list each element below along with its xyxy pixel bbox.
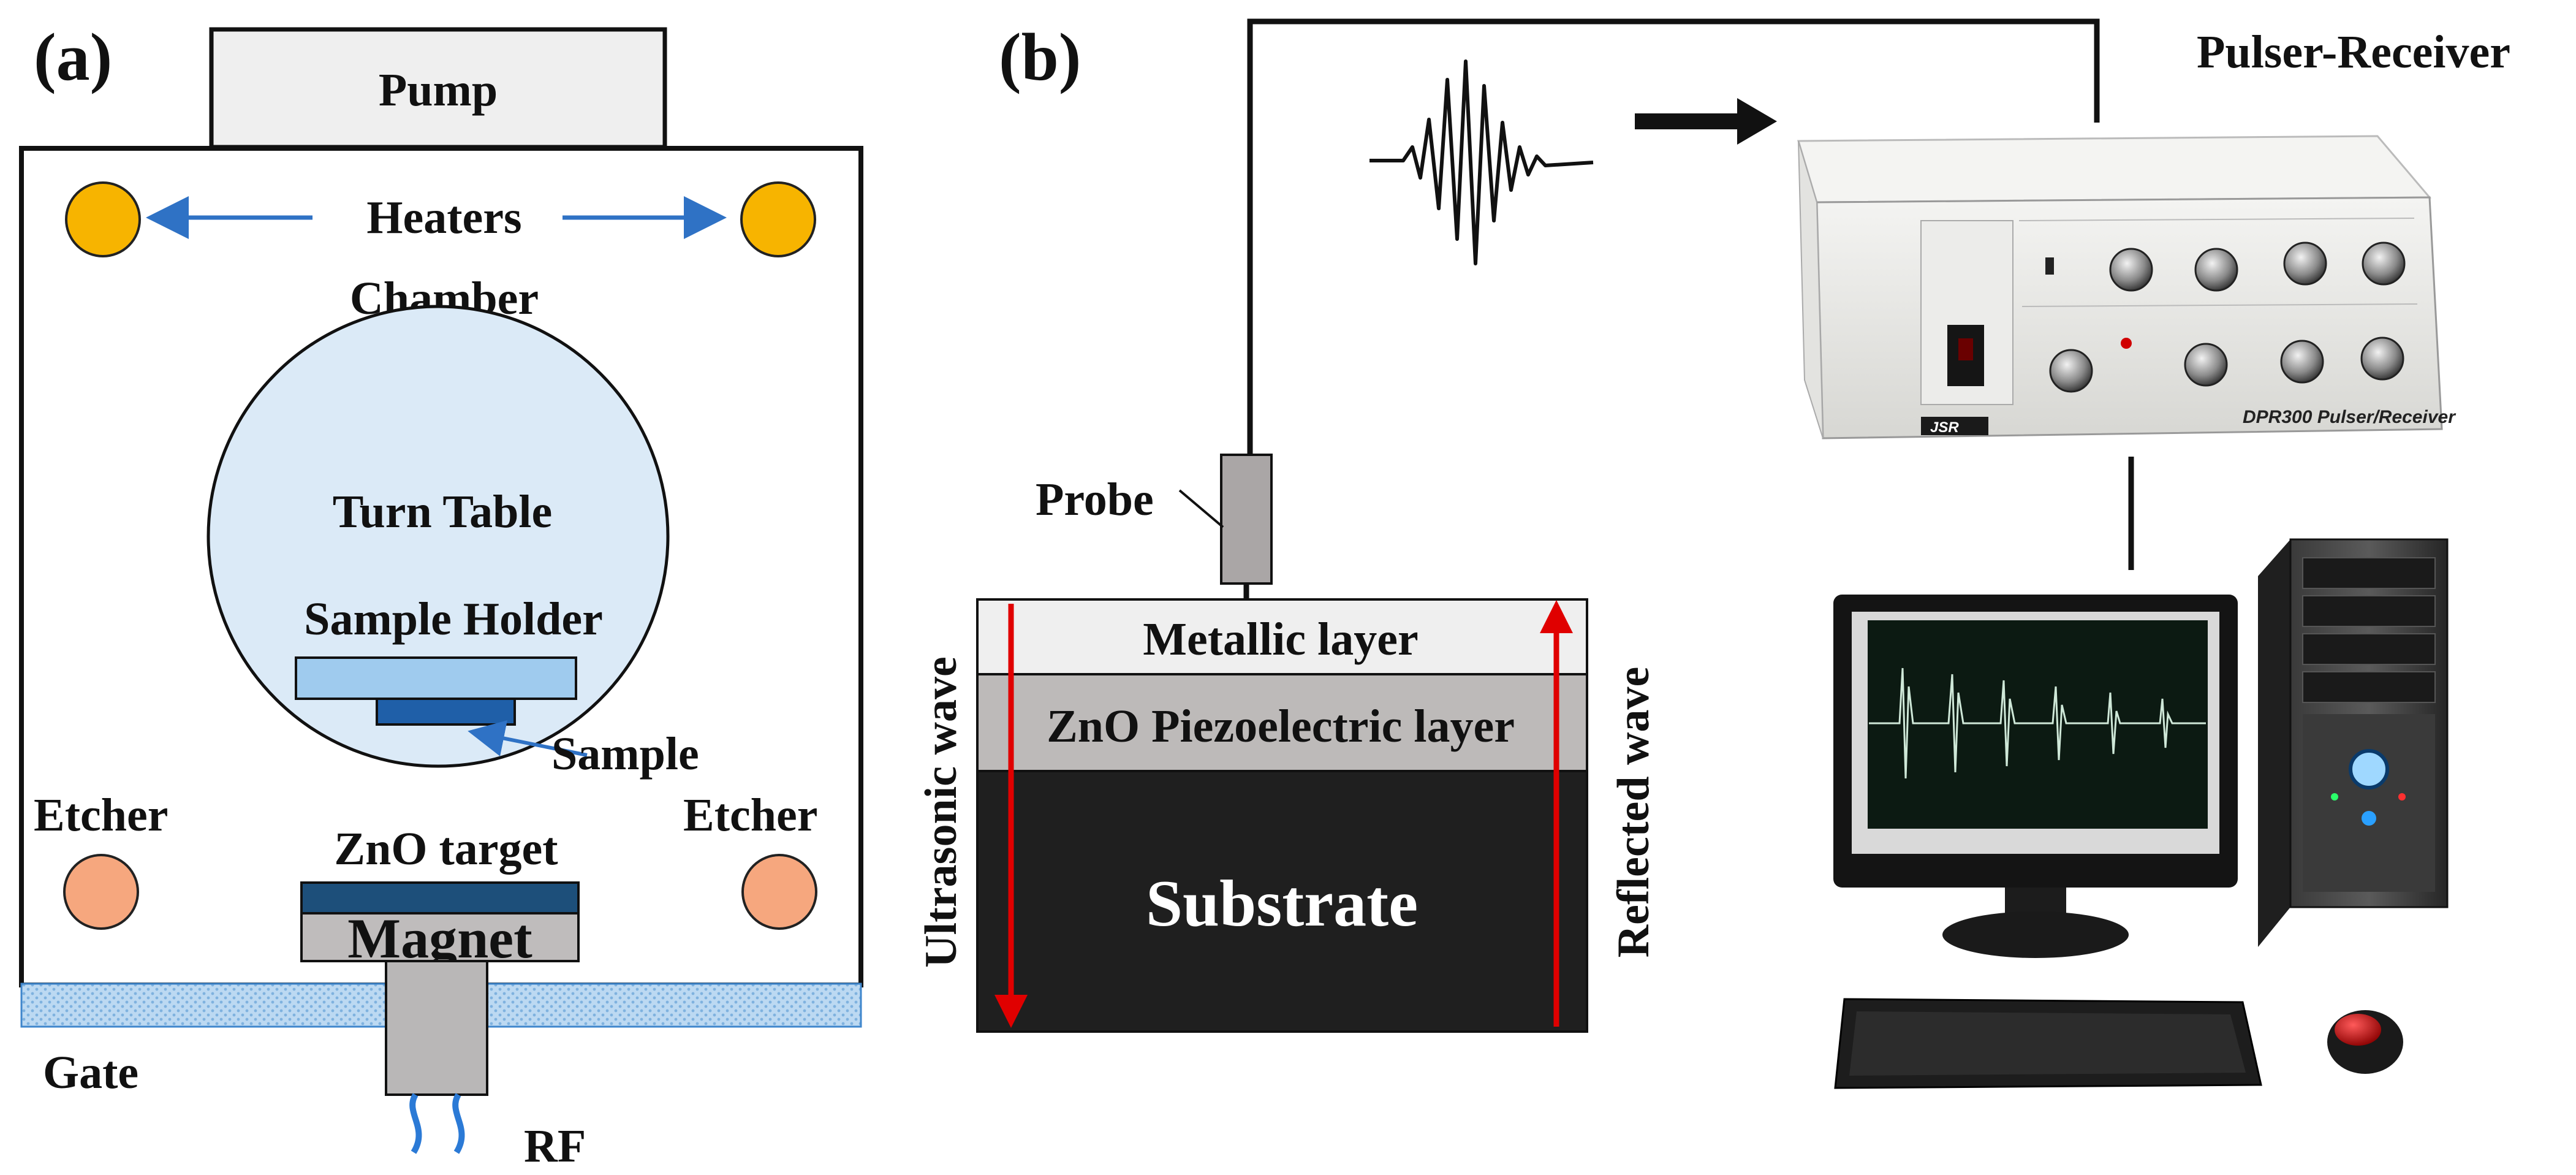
turn-table — [206, 305, 670, 768]
power-switch-window — [1958, 338, 1973, 360]
computer-monitor — [1833, 595, 2238, 958]
device-brand: JSR — [1930, 419, 1959, 436]
signal-arrow-head — [1737, 98, 1777, 145]
knob — [2362, 241, 2406, 286]
power-button-icon — [2349, 749, 2389, 789]
knob — [2283, 241, 2327, 286]
receiver-toggle — [2045, 257, 2054, 275]
target-label: ZnO target — [334, 823, 558, 875]
heater-right — [740, 181, 816, 257]
device-model: DPR300 Pulser/Receiver — [2243, 407, 2457, 427]
device-brand-plate — [1921, 417, 1988, 435]
sample-pointer-arrow — [468, 720, 588, 757]
knob — [2280, 340, 2324, 384]
drive-bay — [2302, 557, 2436, 589]
drive-bay — [2302, 671, 2436, 703]
monitor-base — [1942, 911, 2129, 958]
gate-label: Gate — [43, 1047, 138, 1098]
probe-leader — [1178, 489, 1224, 528]
sample — [376, 698, 516, 726]
device-divider-mid — [2021, 303, 2418, 307]
knob — [2360, 337, 2404, 381]
oscilloscope-plot — [1868, 620, 2208, 829]
knob — [2109, 248, 2153, 292]
tower-led — [2362, 811, 2376, 826]
pump-box — [209, 27, 667, 150]
substrate-label: Substrate — [1146, 867, 1418, 940]
etcher-right-label: Etcher — [683, 789, 817, 841]
knob — [2184, 343, 2228, 387]
turn-table-label: Turn Table — [333, 486, 552, 538]
panel-b-label: (b) — [999, 20, 1081, 94]
oscilloscope-trace — [1869, 667, 2206, 779]
pulser-receiver-device: JSR DPR300 Pulser/Receiver — [1797, 135, 2457, 439]
panel-a: (a) Pump Heaters Chamber Turn Table Samp… — [19, 20, 863, 1172]
piezo-layer — [976, 673, 1588, 772]
heater-left — [65, 181, 141, 257]
sample-holder — [295, 656, 577, 700]
pulse-waveform — [1369, 59, 1594, 265]
knob — [2194, 248, 2238, 292]
rf-cable-2 — [452, 1093, 465, 1154]
rf-cable-1 — [409, 1093, 422, 1154]
computer-tower — [2258, 538, 2449, 947]
device-front — [1816, 196, 2443, 439]
tower-led — [2398, 793, 2406, 800]
probe-cable — [1247, 18, 2100, 455]
knob — [2049, 349, 2093, 393]
sample-label: Sample — [551, 728, 699, 780]
drive-bay — [2302, 633, 2436, 665]
device-divider — [2018, 218, 2415, 221]
tower-led — [2331, 793, 2338, 800]
panel-a-label: (a) — [34, 20, 112, 94]
tower-panel — [2303, 714, 2435, 892]
rf-label: RF — [524, 1120, 586, 1172]
sample-holder-label: Sample Holder — [304, 593, 603, 645]
substrate — [976, 770, 1588, 1033]
pump-label: Pump — [379, 64, 498, 116]
rf-feedthrough — [385, 960, 488, 1096]
reflected-wave-label: Reflected wave — [1608, 667, 1659, 958]
keyboard-keys — [1849, 1011, 2246, 1076]
mouse-top — [2335, 1014, 2381, 1046]
panel-b: (b) Pulser-Receiver Probe Metallic layer… — [916, 18, 2510, 1089]
device-left-side — [1798, 140, 1824, 439]
etcher-left-label: Etcher — [34, 789, 168, 841]
drive-bay — [2302, 595, 2436, 627]
pulser-receiver-label: Pulser-Receiver — [2197, 26, 2510, 78]
piezo-layer-label: ZnO Piezoelectric layer — [1047, 701, 1515, 752]
etcher-left — [63, 854, 139, 930]
ultrasonic-wave-label: Ultrasonic wave — [916, 656, 966, 968]
magnet-label: Magnet — [347, 907, 532, 970]
probe-label: Probe — [1036, 474, 1154, 525]
indicator-light — [2121, 338, 2132, 349]
tower-side — [2258, 539, 2290, 947]
metallic-layer-label: Metallic layer — [1143, 614, 1418, 665]
probe — [1220, 454, 1273, 585]
etcher-right — [741, 854, 817, 930]
device-top — [1797, 135, 2432, 203]
heaters-label: Heaters — [366, 192, 521, 243]
